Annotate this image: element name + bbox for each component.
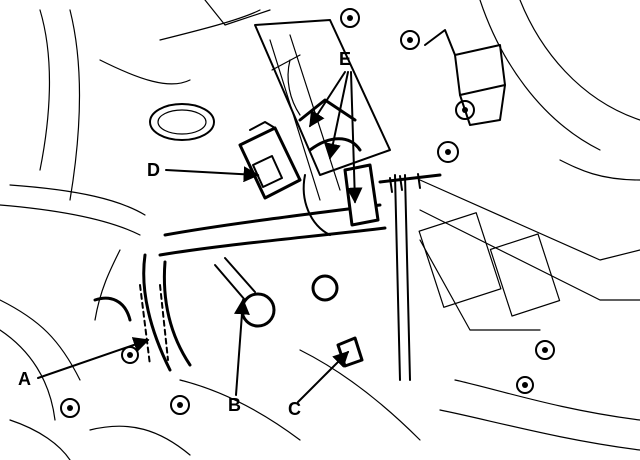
callout-a: A xyxy=(18,369,31,389)
hose-clamp-e xyxy=(271,54,380,236)
bolt xyxy=(60,398,80,418)
leader-line-e1 xyxy=(309,71,346,128)
callout-d: D xyxy=(147,160,160,180)
fitting-b xyxy=(214,257,276,328)
ignition-coil xyxy=(424,29,506,126)
leader-line-e3 xyxy=(346,71,363,204)
oil-filler-cap xyxy=(149,103,215,141)
leader-lines xyxy=(37,71,363,403)
main-hose xyxy=(142,203,387,372)
leader-line-a xyxy=(37,337,150,379)
small-fitting xyxy=(311,173,442,302)
bolt xyxy=(400,30,420,50)
bolt xyxy=(535,340,555,360)
callout-b: B xyxy=(228,395,241,415)
leader-line-c xyxy=(297,350,350,403)
connector-d xyxy=(238,121,302,200)
bolt xyxy=(170,395,190,415)
callout-e: E xyxy=(339,49,352,69)
bolt xyxy=(340,8,360,28)
leader-line-b xyxy=(233,298,250,396)
bolt xyxy=(437,141,459,163)
bolt-group xyxy=(60,8,555,418)
leader-line-d xyxy=(165,166,260,183)
callout-c: C xyxy=(288,399,301,419)
bolt xyxy=(121,346,139,364)
bolt xyxy=(516,376,534,394)
leader-line-e2 xyxy=(325,71,349,160)
